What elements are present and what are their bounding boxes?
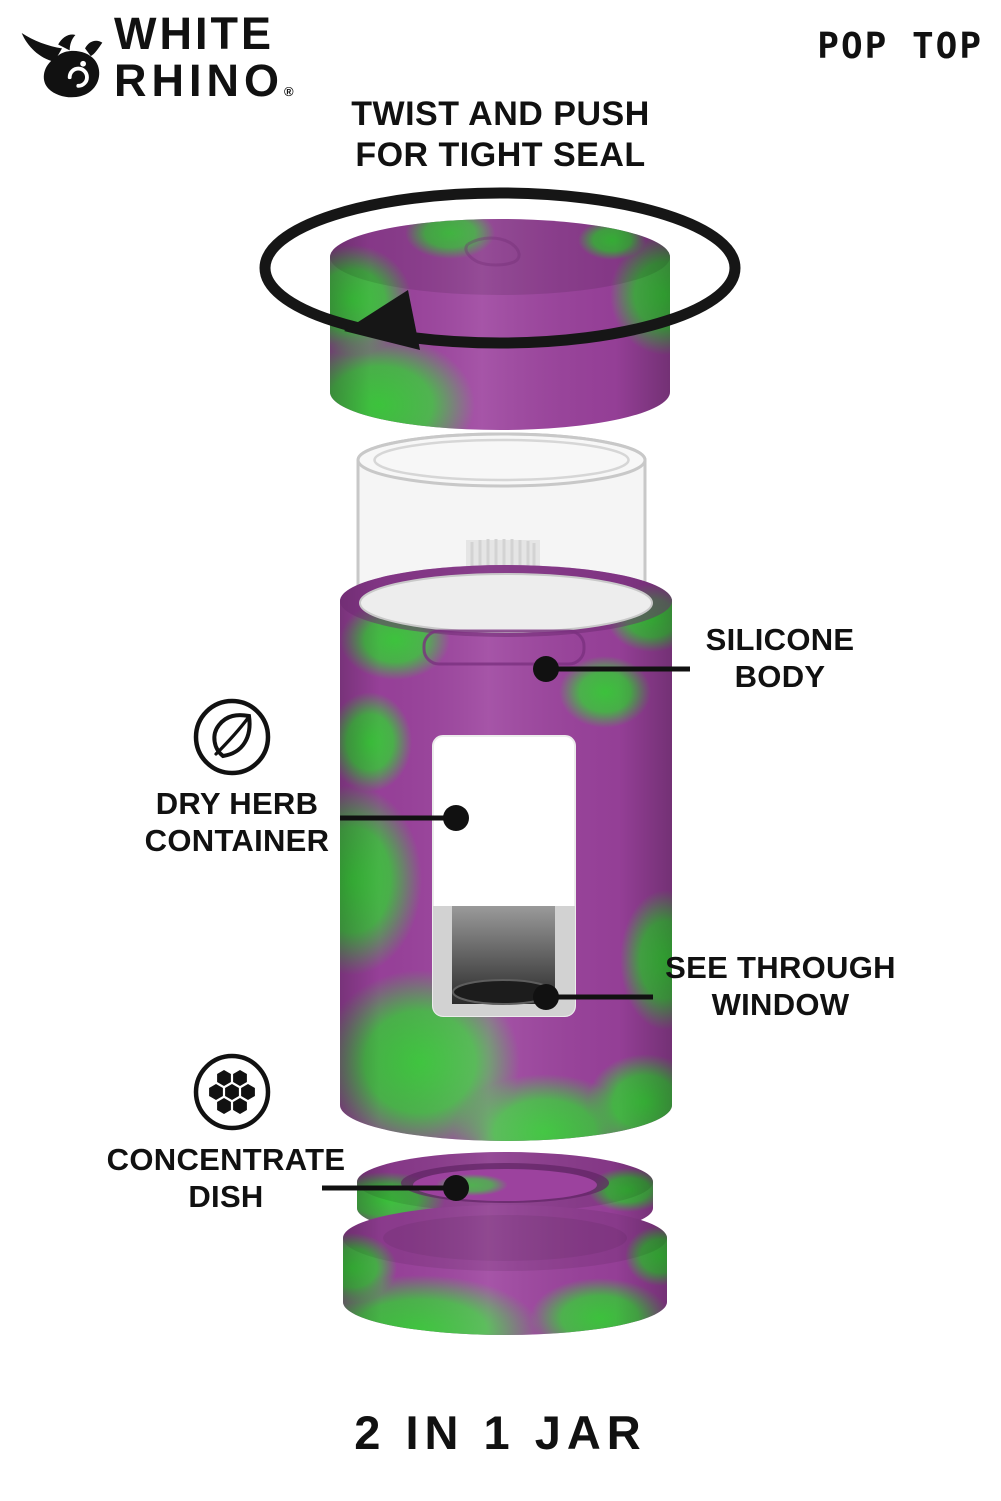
callout-dryherb-line2: CONTAINER [144, 822, 330, 858]
callout-dryherb-line1: DRY HERB [155, 786, 319, 821]
twist-arrow-head [344, 290, 420, 350]
callout-window-line1: SEE THROUGH [665, 950, 896, 985]
brand-logo: WHITE RHINO® [14, 10, 294, 106]
callout-lines [322, 666, 690, 1191]
twist-arrow-front-arc [259, 267, 741, 349]
rhino-head-icon [21, 33, 103, 98]
body-collar-tab [422, 629, 586, 666]
product-title: POP TOP [817, 26, 983, 67]
twist-arrow-back-arc [259, 187, 741, 269]
callout-dots [443, 656, 559, 1201]
product-tagline: 2 IN 1 JAR [354, 1406, 647, 1459]
callout-dish-line2: DISH [188, 1178, 264, 1214]
registered-mark: ® [284, 84, 294, 99]
brand-line1: WHITE [114, 8, 274, 60]
base-top-face [343, 1205, 667, 1271]
twist-instruction-line2: FOR TIGHT SEAL [355, 136, 646, 175]
jar-base [343, 1205, 667, 1335]
cap [330, 219, 670, 430]
body-opening-glass [360, 574, 652, 632]
callout-concentrate-dish: CONCENTRATE DISH [95, 1142, 357, 1215]
twist-instruction-line1: TWIST AND PUSH [351, 95, 650, 133]
twist-instruction: TWIST AND PUSH FOR TIGHT SEAL [0, 94, 1001, 177]
leaf-icon [193, 698, 271, 776]
base-top-inner [383, 1215, 627, 1261]
callout-dish-line1: CONCENTRATE [106, 1142, 346, 1177]
brand-name: WHITE RHINO® [114, 8, 294, 106]
window-dot [533, 984, 559, 1010]
callout-silicone-line2: BODY [734, 658, 826, 694]
callout-silicone-line1: SILICONE [705, 622, 855, 657]
dry-herb-dot [443, 805, 469, 831]
callout-see-through-window: SEE THROUGH WINDOW [648, 950, 913, 1023]
honeycomb-icon [193, 1053, 271, 1131]
silicone-body-dot [533, 656, 559, 682]
dish-dot [443, 1175, 469, 1201]
cap-top-face [330, 219, 670, 295]
see-through-window [432, 735, 576, 1017]
callout-silicone-body: SILICONE BODY [655, 622, 905, 695]
cap-emboss-logo [464, 236, 521, 267]
callout-window-line2: WINDOW [711, 986, 850, 1022]
callout-dry-herb-container: DRY HERB CONTAINER [112, 786, 362, 859]
brand-line2: RHINO® [114, 55, 294, 106]
